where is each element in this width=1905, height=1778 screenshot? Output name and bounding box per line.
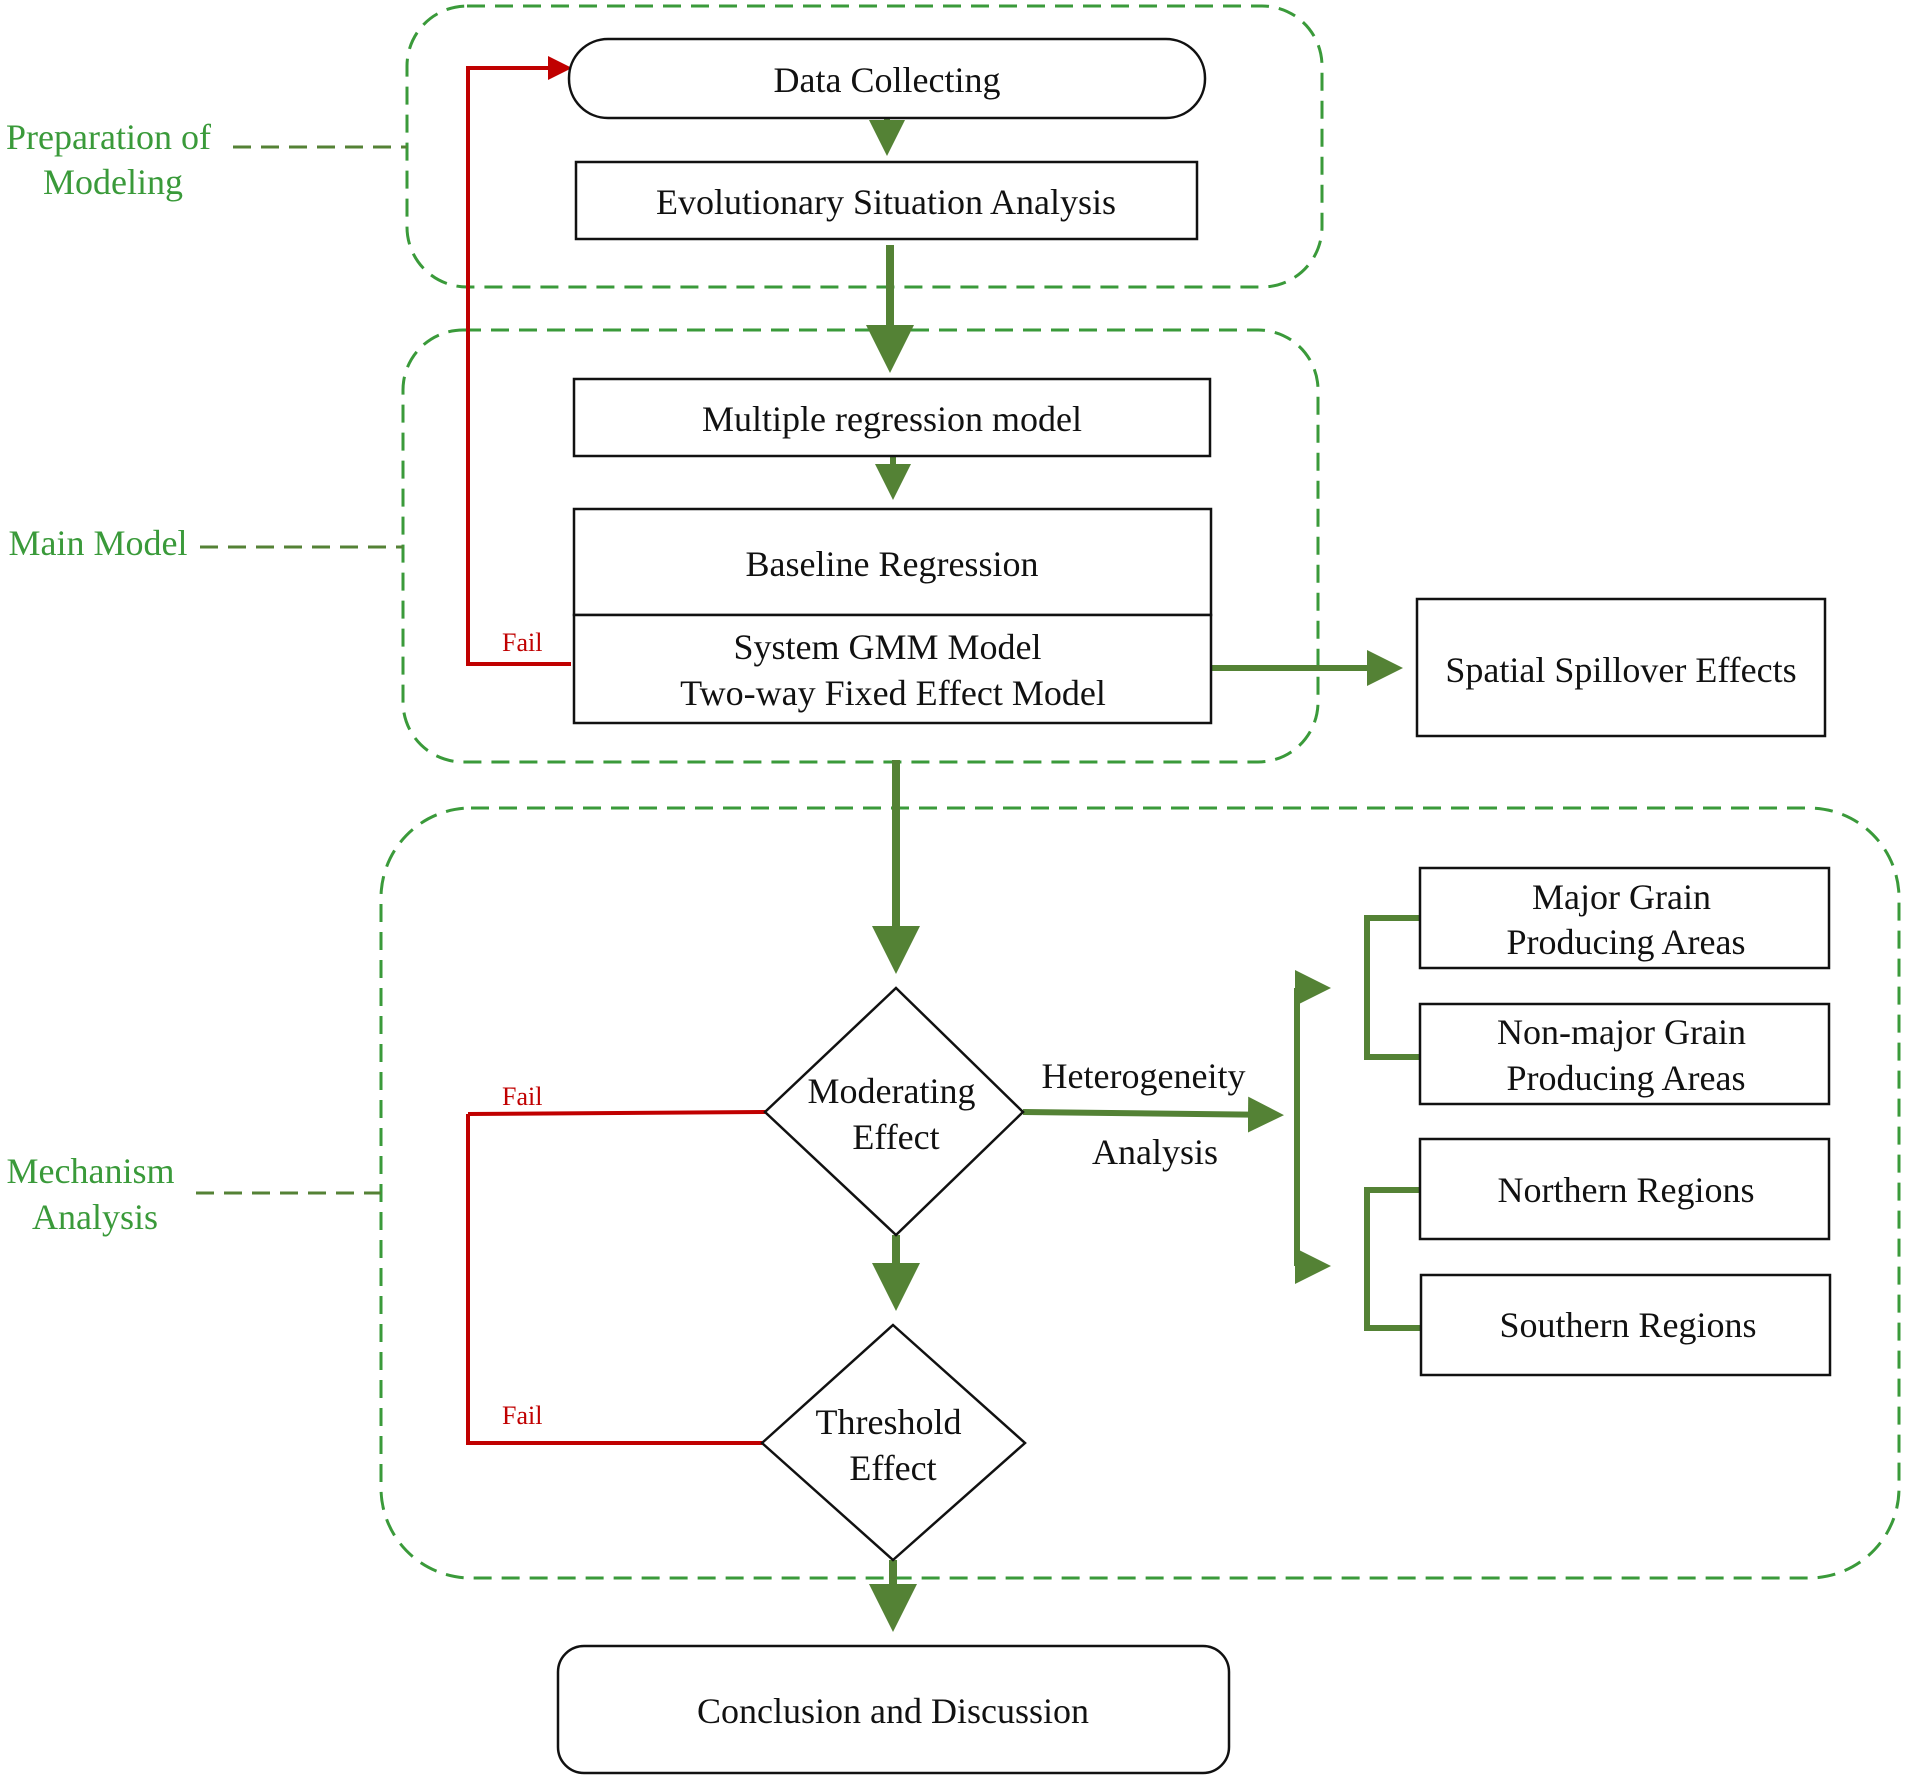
major-grain-node: Major Grain Producing Areas: [1418, 866, 1831, 970]
svg-text:Multiple regression model: Multiple regression model: [702, 399, 1082, 439]
spatial-spillover-node: Spatial Spillover Effects: [1415, 597, 1827, 738]
heterogeneity-brackets: [1294, 915, 1423, 1331]
data-collecting-node: Data Collecting: [567, 37, 1207, 120]
mechanism-label: Mechanism Analysis: [7, 1151, 184, 1237]
fail-label-threshold: Fail: [502, 1401, 542, 1430]
svg-text:Major Grain Producing Ar: Major Grain Producing Areas: [1507, 877, 1746, 962]
southern-regions-node: Southern Regions: [1419, 1273, 1832, 1377]
svg-text:Non-major Grain Producin: Non-major Grain Producing Areas: [1497, 1012, 1755, 1098]
svg-text:Moderating Effect: Moderating Effect: [808, 1071, 985, 1157]
conclusion-node: Conclusion and Discussion: [556, 1644, 1231, 1775]
gmm-model-node: System GMM Model Two-way Fixed Effect Mo…: [572, 613, 1213, 725]
threshold-effect-node: Threshold Effect: [760, 1323, 1027, 1562]
svg-text:Baseline Regression: Baseline Regression: [746, 544, 1039, 584]
svg-text:Southern Regions: Southern Regions: [1500, 1305, 1757, 1345]
multiple-regression-node: Multiple regression model: [572, 377, 1212, 458]
moderating-effect-node: Moderating Effect: [763, 986, 1025, 1237]
svg-text:Evolutionary Situation Analysi: Evolutionary Situation Analysis: [656, 182, 1116, 222]
fail-loop: [466, 56, 766, 1445]
northern-regions-node: Northern Regions: [1418, 1137, 1831, 1241]
evolutionary-analysis-node: Evolutionary Situation Analysis: [574, 160, 1199, 241]
flow-arrows: [866, 118, 1403, 1632]
svg-text:System GMM Model Two-way: System GMM Model Two-way Fixed Effect Mo…: [680, 627, 1106, 713]
main-model-label: Main Model: [9, 523, 188, 563]
svg-text:Data Collecting: Data Collecting: [774, 60, 1001, 100]
fail-label-main: Fail: [502, 628, 542, 657]
svg-text:Spatial Spillover Effects: Spatial Spillover Effects: [1445, 650, 1796, 690]
heterogeneity-label: Heterogeneity Analysis: [1042, 1056, 1255, 1172]
non-major-grain-node: Non-major Grain Producing Areas: [1418, 1002, 1831, 1106]
preparation-label: Preparation of Modeling: [6, 117, 220, 202]
baseline-regression-node: Baseline Regression: [572, 507, 1213, 617]
svg-text:Conclusion and Discussion: Conclusion and Discussion: [697, 1691, 1089, 1731]
svg-text:Threshold Effect: Threshold Effect: [816, 1402, 971, 1488]
svg-text:Northern Regions: Northern Regions: [1498, 1170, 1755, 1210]
fail-label-moderating: Fail: [502, 1082, 542, 1111]
